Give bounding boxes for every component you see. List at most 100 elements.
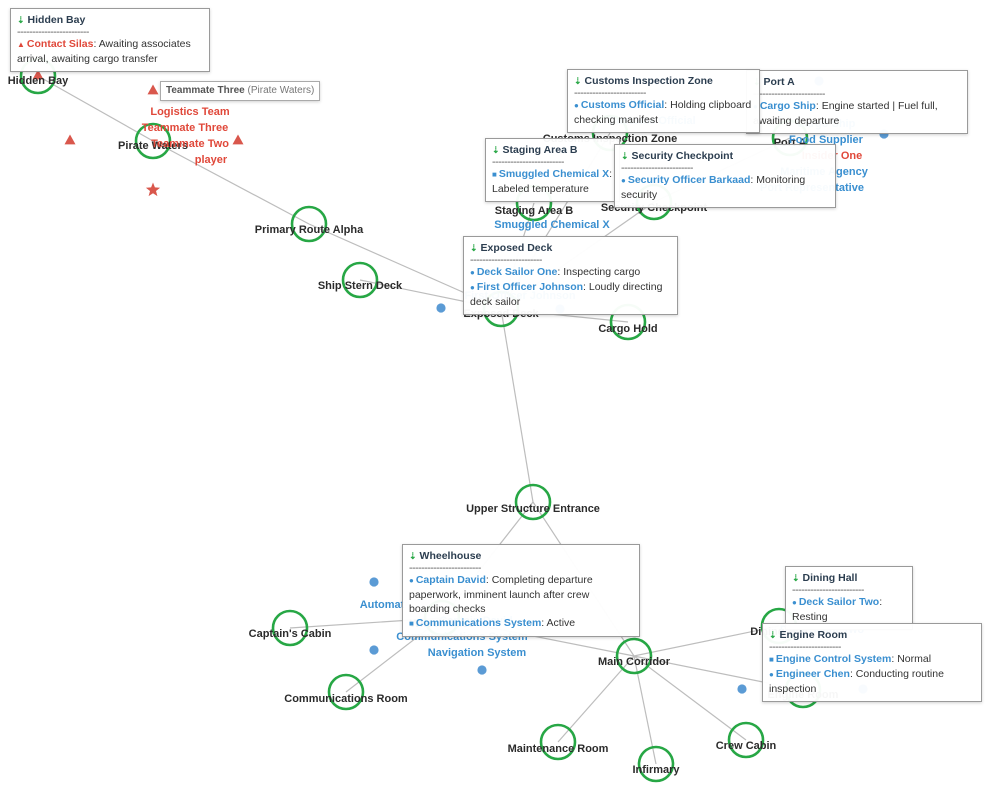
room-pirate-waters[interactable]: Pirate Waters <box>118 122 188 160</box>
tooltip-entry: ●Security Officer Barkaad: Monitoring se… <box>621 173 829 202</box>
room-communications-room[interactable]: Communications Room <box>284 673 408 711</box>
entity-status: : Normal <box>891 653 932 665</box>
room-ring[interactable] <box>727 721 765 759</box>
expand-arrow-icon: ⇣ <box>769 630 777 640</box>
room-ring[interactable] <box>615 637 653 675</box>
entity-status: : Loudly directing deck sailor <box>470 281 663 308</box>
room-ring[interactable] <box>514 483 552 521</box>
room-crew-cabin[interactable]: Crew Cabin <box>716 721 777 759</box>
entity-name[interactable]: Deck Sailor One <box>476 266 558 278</box>
triangle-marker-icon[interactable] <box>64 134 76 145</box>
entity-label-food-supplier[interactable]: Food Supplier <box>789 134 864 146</box>
tooltip-title: ⇣Wheelhouse <box>409 550 482 562</box>
circle-marker-icon: ● <box>792 598 797 607</box>
tooltip-separator: ------------------------ <box>792 585 864 595</box>
room-infirmary[interactable]: Infirmary <box>632 745 680 783</box>
room-ring[interactable] <box>341 261 379 299</box>
connection-line <box>557 655 635 743</box>
entity-status: : Holding clipboard checking manifest <box>574 99 752 126</box>
entity-dot[interactable] <box>477 665 487 675</box>
tooltip-entry: ●Customs Official: Holding clipboard che… <box>574 98 753 127</box>
triangle-marker-icon[interactable] <box>232 134 244 145</box>
entity-name[interactable]: Deck Sailor Two <box>798 596 880 608</box>
room-label: Communications Room <box>284 693 408 705</box>
room-label: Cargo Hold <box>598 323 657 335</box>
triangle-marker-icon[interactable] <box>147 84 159 95</box>
entity-name[interactable]: Communications System <box>415 617 542 629</box>
room-ring[interactable] <box>637 745 675 783</box>
tooltip-staging-area-b: ⇣Staging Area B ------------------------… <box>485 138 620 202</box>
room-maintenance-room[interactable]: Maintenance Room <box>508 723 609 761</box>
expand-arrow-icon: ⇣ <box>492 145 500 155</box>
entity-label-teammate-three[interactable]: Teammate Three <box>142 122 229 134</box>
entity-name[interactable]: Engineer Chen <box>775 668 850 680</box>
player-star-icon[interactable] <box>145 182 161 197</box>
entity-dot[interactable] <box>737 684 747 694</box>
room-ring[interactable] <box>134 122 172 160</box>
tooltip-entry: ●Engineer Chen: Conducting routine inspe… <box>769 667 975 696</box>
entity-label-automation[interactable]: Automat <box>360 599 405 611</box>
circle-marker-icon: ● <box>470 283 475 292</box>
entity-name[interactable]: Cargo Ship <box>759 100 816 112</box>
player-location: (Pirate Waters) <box>244 85 315 96</box>
entity-label-teammate-two[interactable]: Teammate Two <box>151 138 229 150</box>
tooltip-port-a: ⇣Port A ------------------------ ●Cargo … <box>746 70 968 134</box>
tooltip-title: ⇣Port A <box>753 75 961 89</box>
entity-status: : Engine started | Fuel full, awaiting d… <box>753 100 938 127</box>
room-ring[interactable] <box>539 723 577 761</box>
entity-name[interactable]: Engine Control System <box>775 653 892 665</box>
entity-name[interactable]: First Officer Johnson <box>476 281 584 293</box>
tooltip-title: ⇣Customs Inspection Zone <box>574 75 713 87</box>
room-label: Captain's Cabin <box>249 628 332 640</box>
triangle-marker-icon: ▲ <box>17 40 25 49</box>
entity-dot[interactable] <box>369 577 379 587</box>
tooltip-separator: ------------------------ <box>492 157 564 167</box>
expand-arrow-icon: ⇣ <box>621 151 629 161</box>
entity-dot[interactable] <box>369 645 379 655</box>
tooltip-title: ⇣Exposed Deck <box>470 242 553 254</box>
square-marker-icon: ■ <box>409 619 414 628</box>
connection-line <box>633 655 657 765</box>
entity-name[interactable]: Contact Silas <box>26 38 94 50</box>
room-label: Crew Cabin <box>716 740 777 752</box>
entity-label-logistics-team[interactable]: Logistics Team <box>150 106 229 118</box>
room-ship-stern-deck[interactable]: Ship Stern Deck <box>318 261 403 299</box>
room-ring[interactable] <box>290 205 328 243</box>
entity-status: : Conducting routine inspection <box>769 668 944 695</box>
connection-line <box>500 308 534 503</box>
entity-name[interactable]: Security Officer Barkaad <box>627 174 751 186</box>
triangle-marker-icon[interactable] <box>32 69 44 80</box>
room-label: Staging Area B <box>495 205 573 217</box>
entity-name[interactable]: Smuggled Chemical X <box>498 168 610 180</box>
room-upper-structure-entrance[interactable]: Upper Structure Entrance <box>466 483 600 521</box>
entity-label-navigation-system[interactable]: Navigation System <box>428 647 527 659</box>
tooltip-separator: ------------------------ <box>409 563 481 573</box>
circle-marker-icon: ● <box>621 176 626 185</box>
square-marker-icon: ■ <box>769 655 774 664</box>
entity-status: : Inspecting cargo <box>557 266 641 278</box>
connection-line <box>37 75 154 142</box>
expand-arrow-icon: ⇣ <box>470 243 478 253</box>
entity-label-smuggled-chemical-x[interactable]: Smuggled Chemical X <box>494 219 610 231</box>
tooltip-entry: ●Captain David: Completing departure pap… <box>409 573 633 616</box>
expand-arrow-icon: ⇣ <box>409 551 417 561</box>
expand-arrow-icon: ⇣ <box>792 573 800 583</box>
tooltip-entry: ●Cargo Ship: Engine started | Fuel full,… <box>753 99 961 128</box>
tooltip-entry: ●Deck Sailor One: Inspecting cargo <box>470 265 671 280</box>
room-primary-route-alpha[interactable]: Primary Route Alpha <box>255 205 364 243</box>
connection-line <box>633 655 747 741</box>
entity-name[interactable]: Captain David <box>415 574 486 586</box>
entity-dot[interactable] <box>436 303 446 313</box>
tooltip-engine-room: ⇣Engine Room ------------------------ ■E… <box>762 623 982 702</box>
entity-label-player[interactable]: player <box>195 154 228 166</box>
circle-marker-icon: ● <box>470 268 475 277</box>
tooltip-exposed-deck: ⇣Exposed Deck ------------------------ ●… <box>463 236 678 315</box>
expand-arrow-icon: ⇣ <box>574 76 582 86</box>
room-ring[interactable] <box>327 673 365 711</box>
room-main-corridor[interactable]: Main Corridor <box>598 637 671 675</box>
tooltip-entry: ■Engine Control System: Normal <box>769 652 975 667</box>
room-ring[interactable] <box>271 609 309 647</box>
entity-name[interactable]: Customs Official <box>580 99 665 111</box>
room-captains-cabin[interactable]: Captain's Cabin <box>249 609 332 647</box>
entity-status: : Awaiting associates arrival, awaiting … <box>17 38 191 65</box>
